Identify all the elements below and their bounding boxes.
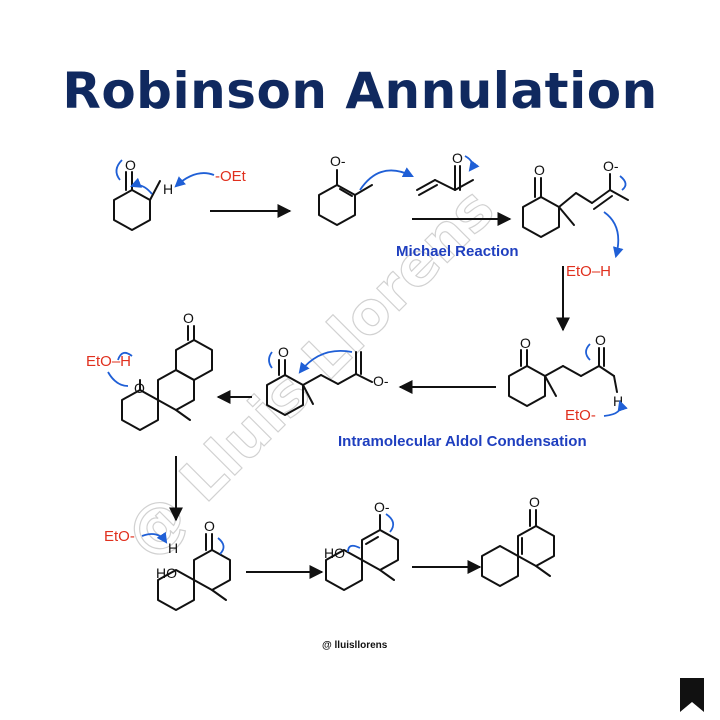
label-michael-reaction: Michael Reaction: [396, 243, 519, 260]
label-aldol-condensation: Intramolecular Aldol Condensation: [338, 433, 587, 450]
curly-arrow-enolate-oxygen: [619, 175, 627, 191]
page-title: Robinson Annulation: [62, 62, 658, 120]
curly-arrow-deprotonation-3: [141, 531, 168, 544]
svg-text:O-: O-: [330, 153, 346, 169]
curly-arrow-deprotonation-2: [603, 399, 628, 417]
svg-text:O: O: [183, 310, 194, 326]
svg-text:O: O: [278, 344, 289, 360]
curly-arrow-deprotonation: [174, 172, 215, 188]
svg-text:HO: HO: [324, 545, 345, 561]
svg-text:H: H: [168, 540, 178, 556]
curly-arrow-enolization: [217, 537, 225, 555]
curly-arrow-enolate-push: [385, 513, 395, 533]
molecule-bicyclic-alkoxide: O O: [121, 310, 213, 431]
reagent-ethoxide: -OEt: [215, 168, 247, 185]
curly-arrow-protonation: [603, 211, 624, 259]
svg-text:O: O: [529, 494, 540, 510]
molecule-enolate: O-: [318, 153, 373, 226]
molecule-beta-hydroxy-ketone: O H HO: [156, 518, 231, 611]
curly-arrow-hydroxide-leave: [347, 544, 361, 553]
svg-text:H: H: [613, 393, 623, 409]
reagent-ethoxide-2: EtO-: [565, 407, 596, 424]
svg-text:O: O: [204, 518, 215, 534]
svg-text:O: O: [595, 332, 606, 348]
svg-text:O: O: [534, 162, 545, 178]
curly-arrow-ketone: [585, 343, 591, 361]
reagent-ethanol-1: EtO–H: [566, 263, 611, 280]
curly-arrow-michael-attack: [359, 167, 414, 191]
molecule-2-methylcyclohexanone: O H: [113, 157, 173, 231]
curly-arrow-oh-bond: [117, 351, 133, 361]
reagent-ethoxide-3: EtO-: [104, 528, 135, 545]
molecule-enolate-e1cb: O- HO: [324, 499, 399, 591]
molecule-enone-product: O: [481, 494, 555, 587]
curly-arrow-alkoxide: [107, 371, 129, 387]
svg-text:O: O: [520, 335, 531, 351]
svg-text:H: H: [163, 181, 173, 197]
author-handle: @ lluisllorens: [322, 640, 388, 651]
curly-arrow-enolate-form: [129, 177, 153, 195]
svg-text:O-: O-: [603, 158, 619, 174]
svg-text:O: O: [134, 380, 145, 396]
molecule-diketone: O O H: [508, 332, 623, 409]
curly-arrow-carbonyl: [115, 159, 123, 181]
curly-arrow-aldehyde: [268, 351, 273, 369]
svg-text:HO: HO: [156, 565, 177, 581]
molecule-michael-adduct-enolate: O O-: [522, 158, 629, 238]
molecule-methyl-vinyl-ketone: O: [416, 150, 474, 196]
svg-text:O-: O-: [374, 499, 390, 515]
molecule-aldol-enolate: O O-: [266, 344, 389, 416]
svg-text:O-: O-: [373, 373, 389, 389]
svg-text:O: O: [452, 150, 463, 166]
svg-text:O: O: [125, 157, 136, 173]
curly-arrow-aldol-attack: [298, 350, 353, 374]
curly-arrow-mvk-carbonyl: [464, 155, 480, 172]
reagent-ethanol-2: EtO–H: [86, 353, 131, 370]
bookmark-icon[interactable]: [680, 678, 704, 712]
